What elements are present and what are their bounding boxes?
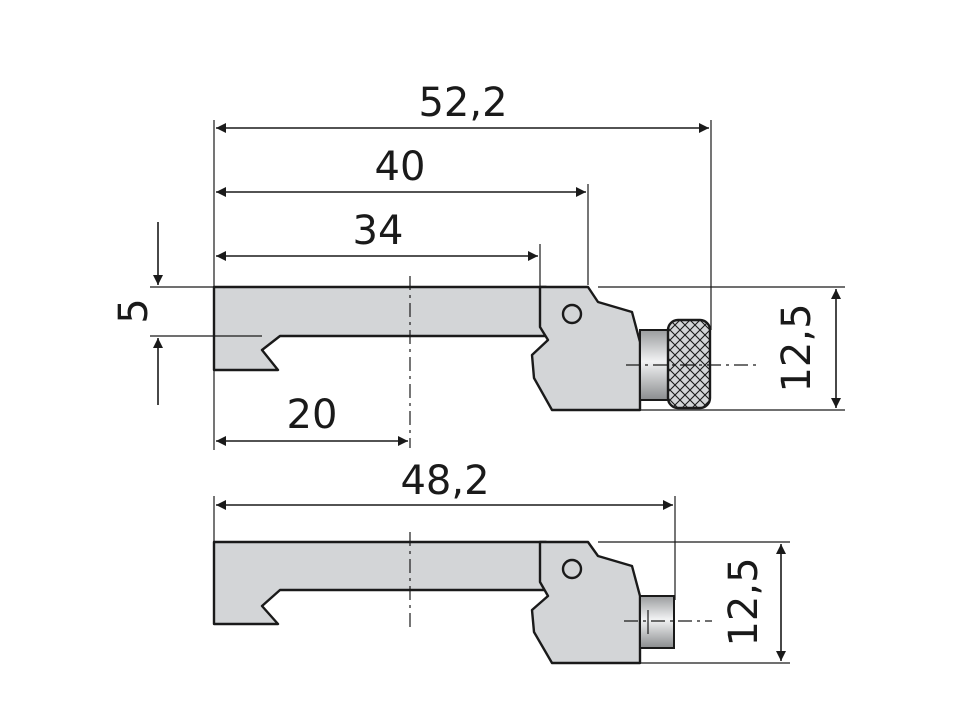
jaw-head-top — [530, 285, 642, 412]
shaft-bottom — [639, 595, 675, 649]
jaw-head-bottom — [530, 540, 642, 665]
dim-text-20: 20 — [287, 392, 338, 438]
dim-text-5: 5 — [111, 298, 157, 323]
dim-text-40: 40 — [375, 144, 426, 190]
knurled-knob-icon — [666, 318, 712, 410]
head-hole-top — [561, 303, 583, 325]
jaw-body-bottom — [212, 540, 548, 626]
dim-text-52-2: 52,2 — [418, 80, 507, 126]
dim-text-48-2: 48,2 — [400, 458, 489, 504]
bottom-view: 48,2 12,5 — [212, 458, 790, 665]
dim-text-12-5-bottom: 12,5 — [721, 557, 767, 646]
dim-text-12-5-top: 12,5 — [774, 303, 820, 392]
jaw-body-top — [212, 285, 548, 372]
head-hole-bottom — [561, 558, 583, 580]
top-view: 52,2 40 34 20 5 12,5 — [111, 80, 845, 450]
dim-text-34: 34 — [353, 208, 404, 254]
